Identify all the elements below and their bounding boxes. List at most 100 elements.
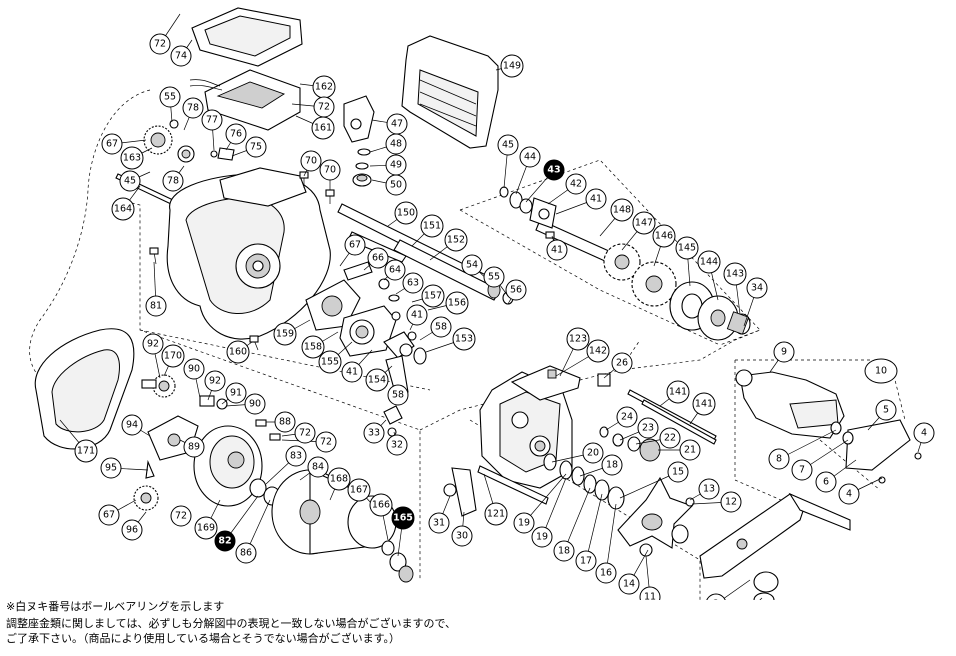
callout-number: 144 bbox=[700, 257, 718, 268]
callout-circle bbox=[667, 461, 689, 483]
callout-part-41d: 41 bbox=[341, 361, 363, 383]
callout-number: 72 bbox=[299, 428, 311, 439]
callout-number: 88 bbox=[279, 417, 291, 428]
callout-circle bbox=[318, 350, 342, 374]
callout-number: 161 bbox=[314, 123, 332, 134]
callout-number: 159 bbox=[276, 329, 294, 340]
callout-part-4b: 4 bbox=[838, 483, 860, 505]
part-drawings bbox=[34, 7, 922, 600]
callout-number: 49 bbox=[390, 160, 402, 171]
callout-part-83: 83 bbox=[285, 445, 307, 467]
callout-part-8: 8 bbox=[768, 448, 790, 470]
callout-part-161: 161 bbox=[311, 116, 335, 140]
callout-number: 22 bbox=[664, 433, 676, 444]
callout-part-55b: 55 bbox=[483, 266, 505, 288]
callout-part-146: 146 bbox=[652, 224, 676, 248]
callout-circle bbox=[675, 236, 699, 260]
callout-circle bbox=[182, 97, 204, 119]
callout-circle bbox=[575, 550, 597, 572]
callout-part-148: 148 bbox=[610, 198, 634, 222]
callout-number: 155 bbox=[321, 357, 339, 368]
callout-circle bbox=[679, 439, 701, 461]
callout-part-86: 86 bbox=[235, 542, 257, 564]
callout-number: 70 bbox=[305, 156, 317, 167]
callout-circle bbox=[214, 530, 236, 552]
callout-circle bbox=[363, 422, 385, 444]
callout-number: 23 bbox=[642, 423, 654, 434]
callout-part-41c: 41 bbox=[406, 304, 428, 326]
callout-circle bbox=[402, 272, 424, 294]
callout-circle bbox=[595, 562, 617, 584]
callout-part-147: 147 bbox=[632, 211, 656, 235]
callout-number: 26 bbox=[616, 358, 628, 369]
callout-number: 4 bbox=[846, 489, 852, 500]
callout-circle bbox=[582, 442, 604, 464]
callout-number: 67 bbox=[103, 510, 115, 521]
callout-number: 24 bbox=[621, 412, 633, 423]
callout-circle bbox=[445, 291, 469, 315]
callout-circle bbox=[585, 188, 607, 210]
callout-part-9: 9 bbox=[773, 341, 795, 363]
callout-part-20: 20 bbox=[582, 442, 604, 464]
callout-part-55: 55 bbox=[159, 86, 181, 108]
callout-number: 92 bbox=[147, 339, 159, 350]
callout-part-153: 153 bbox=[452, 327, 476, 351]
callout-circle bbox=[484, 502, 508, 526]
callout-part-149: 149 bbox=[500, 54, 524, 78]
callout-part-75: 75 bbox=[245, 136, 267, 158]
callout-circle bbox=[601, 454, 623, 476]
callout-circle bbox=[497, 134, 519, 156]
callout-number: 55 bbox=[488, 272, 500, 283]
callout-circle bbox=[315, 431, 337, 453]
callout-circle bbox=[225, 123, 247, 145]
callout-circle bbox=[723, 262, 747, 286]
shim-note-line1: 調整座金類に関しましては、必ずしも分解図中の表現と一致しない場合がございますので… bbox=[6, 617, 457, 630]
callout-part-155: 155 bbox=[318, 350, 342, 374]
callout-part-81: 81 bbox=[145, 295, 167, 317]
callout-number: 67 bbox=[349, 240, 361, 251]
callout-part-142: 142 bbox=[586, 339, 610, 363]
callout-circle bbox=[720, 491, 742, 513]
callout-part-56: 56 bbox=[505, 279, 527, 301]
callout-number: 72 bbox=[175, 511, 187, 522]
callout-number: 141 bbox=[695, 399, 713, 410]
callout-part-72a: 72 bbox=[149, 33, 171, 55]
callout-number: 84 bbox=[312, 462, 324, 473]
callout-circle bbox=[706, 593, 726, 600]
callout-part-90a: 90 bbox=[183, 358, 205, 380]
callout-circle bbox=[319, 159, 341, 181]
callout-number: 90 bbox=[249, 399, 261, 410]
callout-circle bbox=[451, 525, 473, 547]
callout-number: 166 bbox=[372, 500, 390, 511]
callout-number: 41 bbox=[346, 367, 358, 378]
callout-part-18b: 18 bbox=[553, 540, 575, 562]
callout-leader-19 bbox=[523, 473, 567, 524]
callout-number: 44 bbox=[524, 152, 536, 163]
callout-number: 17 bbox=[580, 556, 592, 567]
callout-part-58a: 58 bbox=[430, 316, 452, 338]
callout-number: 81 bbox=[150, 301, 162, 312]
callout-circle bbox=[201, 109, 223, 131]
callout-number: 54 bbox=[466, 260, 478, 271]
callout-number: 78 bbox=[167, 176, 179, 187]
callout-part-4a: 4 bbox=[913, 422, 935, 444]
callout-circle bbox=[768, 448, 790, 470]
callout-number: 163 bbox=[123, 153, 141, 164]
callout-part-72d: 72 bbox=[315, 431, 337, 453]
callout-part-30: 30 bbox=[451, 525, 473, 547]
callout-circle bbox=[159, 86, 181, 108]
callout-number: 148 bbox=[613, 205, 631, 216]
callout-part-13: 13 bbox=[698, 478, 720, 500]
callout-circle bbox=[313, 96, 335, 118]
callout-part-77: 77 bbox=[201, 109, 223, 131]
callout-number: 66 bbox=[372, 253, 384, 264]
callout-number: 142 bbox=[589, 346, 607, 357]
callout-part-50: 50 bbox=[385, 174, 407, 196]
callout-circle bbox=[245, 136, 267, 158]
callout-part-31: 31 bbox=[428, 512, 450, 534]
callout-circle bbox=[519, 146, 541, 168]
callout-circle bbox=[301, 335, 325, 359]
callout-part-169: 169 bbox=[194, 516, 218, 540]
callout-circle bbox=[692, 392, 716, 416]
callout-circle bbox=[553, 540, 575, 562]
